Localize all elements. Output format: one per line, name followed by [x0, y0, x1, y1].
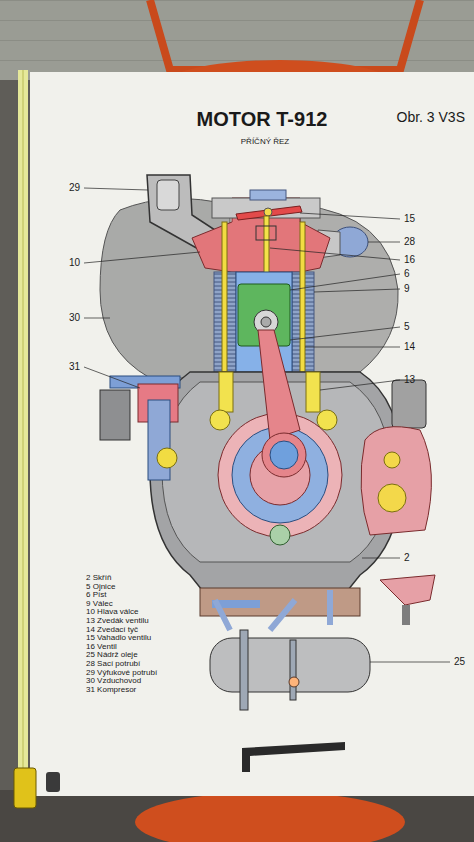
legend-entry: 29 Výfukové potrubí: [86, 669, 157, 678]
legend-entry: 13 Zvedák ventilu: [86, 617, 149, 626]
legend-entry: 5 Ojnice: [86, 583, 115, 592]
callout-number: 25: [454, 656, 465, 667]
callout-number: 15: [404, 213, 415, 224]
legend-entry: 2 Skříň: [86, 574, 111, 583]
callout-number: 6: [404, 268, 410, 279]
callout-number: 31: [69, 361, 80, 372]
callout-number: 28: [404, 236, 415, 247]
subtitle: PŘÍČNÝ ŘEZ: [241, 138, 289, 147]
legend-entry: 9 Válec: [86, 600, 113, 609]
figure-number: Obr. 3 V3S: [397, 110, 465, 125]
callout-number: 10: [69, 257, 80, 268]
callout-number: 16: [404, 254, 415, 265]
callout-number: 13: [404, 374, 415, 385]
legend-entry: 16 Ventil: [86, 643, 117, 652]
callout-number: 30: [69, 312, 80, 323]
legend-entry: 6 Píst: [86, 591, 106, 600]
legend-entry: 14 Zvedací tyč: [86, 626, 138, 635]
callout-number: 5: [404, 321, 410, 332]
callout-number: 14: [404, 341, 415, 352]
callout-number: 2: [404, 552, 410, 563]
legend-entry: 28 Sací potrubí: [86, 660, 140, 669]
callout-number: 29: [69, 182, 80, 193]
poster-title: MOTOR T-912: [197, 108, 328, 130]
legend-entry: 15 Vahadlo ventilu: [86, 634, 151, 643]
callout-number: 9: [404, 283, 410, 294]
legend-entry: 30 Vzduchovod: [86, 677, 141, 686]
legend-entry: 10 Hlava válce: [86, 608, 138, 617]
legend-entry: 31 Kompresor: [86, 686, 136, 695]
legend-entry: 25 Nádrž oleje: [86, 651, 138, 660]
